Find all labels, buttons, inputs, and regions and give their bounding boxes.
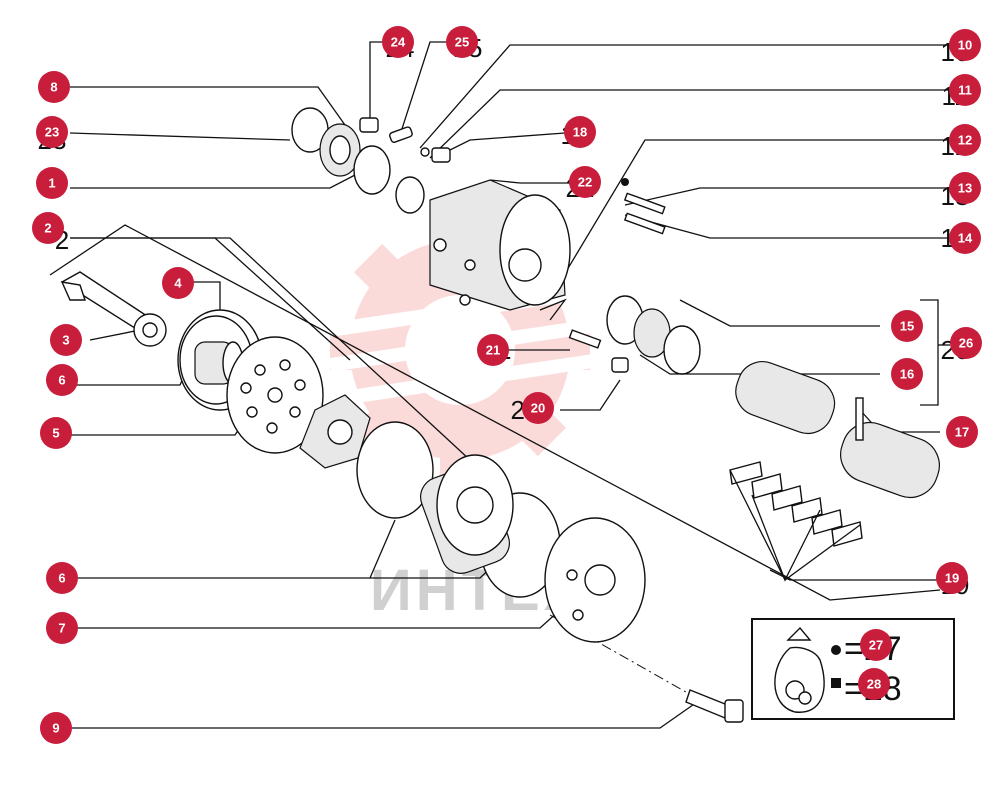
callout-7: 7: [46, 612, 78, 644]
gerotor-housing-part: [420, 454, 514, 574]
port-plate-part: [226, 336, 324, 454]
callout-12: 12: [949, 124, 981, 156]
svg-text:11: 11: [958, 83, 972, 98]
svg-text:15: 15: [900, 319, 914, 334]
thrust-bearing-part: [606, 295, 701, 375]
callout-6: 6: [46, 364, 78, 396]
callout-21: 21: [477, 334, 509, 366]
end-cover-part: [544, 517, 646, 643]
callout-14: 14: [949, 222, 981, 254]
svg-text:1: 1: [48, 176, 55, 191]
legend-box: =27 =28: [751, 618, 955, 720]
o-ring-small-part-2: [395, 176, 425, 214]
drive-shaft-part: [60, 271, 167, 347]
callout-6: 6: [46, 562, 78, 594]
seal-ring-part: [356, 421, 434, 519]
svg-text:16: 16: [900, 367, 914, 382]
valve-housing-part: [429, 179, 571, 311]
svg-text:13: 13: [958, 181, 972, 196]
legend-circle-symbol: [831, 645, 841, 655]
callout-5: 5: [40, 417, 72, 449]
callout-26: 26: [950, 327, 982, 359]
svg-text:14: 14: [958, 231, 973, 246]
shaft-seal-part: [319, 123, 361, 177]
callout-10: 10: [949, 29, 981, 61]
callout-17: 17: [946, 416, 978, 448]
parts-bag-icon: [774, 626, 825, 713]
svg-text:4: 4: [174, 276, 182, 291]
plug-part: [359, 117, 379, 133]
o-ring-small-part: [353, 145, 391, 195]
svg-text:10: 10: [958, 38, 972, 53]
svg-text:19: 19: [945, 571, 959, 586]
callout-28: 28: [858, 668, 890, 700]
bullet-marker-22: [621, 178, 629, 186]
callout-20: 20: [522, 392, 554, 424]
callout-23: 23: [36, 116, 68, 148]
svg-text:7: 7: [58, 621, 65, 636]
callout-19: 19: [936, 562, 968, 594]
callout-3: 3: [50, 324, 82, 356]
callout-9: 9: [40, 712, 72, 744]
svg-text:22: 22: [578, 175, 592, 190]
leaf-springs-part: [729, 461, 863, 582]
callout-25: 25: [446, 26, 478, 58]
callout-15: 15: [891, 310, 923, 342]
spring-part: [389, 126, 413, 143]
svg-text:27: 27: [869, 638, 883, 653]
callout-27: 27: [860, 629, 892, 661]
svg-text:8: 8: [50, 80, 57, 95]
svg-text:25: 25: [455, 35, 469, 50]
svg-text:18: 18: [573, 125, 587, 140]
svg-text:20: 20: [531, 401, 545, 416]
callout-13: 13: [949, 172, 981, 204]
callout-18: 18: [564, 116, 596, 148]
callout-11: 11: [949, 74, 981, 106]
callout-22: 22: [569, 166, 601, 198]
spool-sleeve-part: [735, 361, 940, 499]
svg-text:21: 21: [486, 343, 500, 358]
callout-1: 1: [36, 167, 68, 199]
svg-text:26: 26: [959, 336, 973, 351]
callout-24: 24: [382, 26, 414, 58]
svg-text:28: 28: [867, 677, 881, 692]
check-valve-part: [431, 147, 451, 163]
svg-text:6: 6: [58, 373, 65, 388]
svg-text:12: 12: [958, 133, 972, 148]
pin-part: [623, 192, 666, 235]
bolt-part: [685, 689, 744, 723]
callout-2: 2: [32, 212, 64, 244]
callout-8: 8: [38, 71, 70, 103]
callout-badges: 1234566789101112131415161718192021222324…: [32, 26, 982, 744]
rotor-spline-part: [327, 419, 353, 445]
svg-text:23: 23: [45, 125, 59, 140]
legend-square-symbol: [831, 678, 841, 688]
svg-text:24: 24: [391, 35, 406, 50]
svg-text:6: 6: [58, 571, 65, 586]
svg-text:2: 2: [44, 221, 51, 236]
ball-part: [420, 147, 430, 157]
callout-16: 16: [891, 358, 923, 390]
svg-text:3: 3: [62, 333, 69, 348]
svg-text:9: 9: [52, 721, 59, 736]
svg-text:5: 5: [52, 426, 59, 441]
svg-text:17: 17: [955, 425, 969, 440]
pin-20-part: [611, 357, 629, 373]
pin-21-part: [568, 329, 602, 349]
callout-4: 4: [162, 267, 194, 299]
